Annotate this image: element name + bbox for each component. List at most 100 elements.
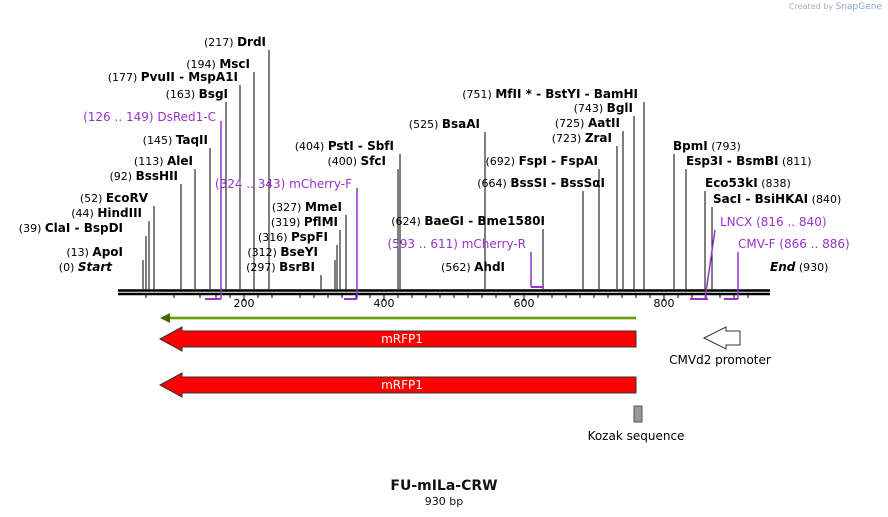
primer-label: CMV-F (866 .. 886) xyxy=(738,237,850,251)
scale-tick-label: 800 xyxy=(654,297,675,310)
enzyme-label: (743) BglI xyxy=(574,101,633,115)
enzyme-name: ClaI - BspDI xyxy=(45,221,123,235)
enzyme-label: (297) BsrBI xyxy=(246,260,315,274)
enzyme-position: (624) xyxy=(391,215,424,228)
enzyme-position: (400) xyxy=(327,155,360,168)
cmvd2-promoter-arrow xyxy=(702,326,741,350)
enzyme-name: BsaAI xyxy=(442,117,480,131)
enzyme-label: Esp3I - BsmBI (811) xyxy=(686,154,812,168)
enzyme-position: (793) xyxy=(708,140,741,153)
start-position: (0) xyxy=(59,261,78,274)
enzyme-name: ApoI xyxy=(92,245,123,259)
enzyme-name: EcoRV xyxy=(106,191,149,205)
map-length: 930 bp xyxy=(424,495,464,508)
enzyme-label: (664) BssSI - BssSαI xyxy=(477,176,605,190)
enzyme-label: (163) BsgI xyxy=(166,87,228,101)
enzyme-position: (163) xyxy=(166,88,199,101)
enzyme-position: (113) xyxy=(134,155,167,168)
end-position: (930) xyxy=(795,261,828,274)
enzyme-position: (44) xyxy=(71,207,97,220)
enzyme-label: (39) ClaI - BspDI xyxy=(19,221,123,235)
map-title: FU-mILa-CRW xyxy=(390,478,498,494)
scale-tick-label: 600 xyxy=(514,297,535,310)
enzyme-label: (400) SfcI xyxy=(327,154,386,168)
scale-tick-label: 200 xyxy=(234,297,255,310)
end-name: End xyxy=(770,260,796,274)
snapgene-credit: Created by SnapGene xyxy=(789,2,882,12)
enzyme-label: Eco53kI (838) xyxy=(705,176,791,190)
enzyme-name: BpmI xyxy=(673,139,708,153)
enzyme-name: AatII xyxy=(588,116,620,130)
enzyme-name: Esp3I - BsmBI xyxy=(686,154,778,168)
enzyme-label: (145) TaqII xyxy=(143,133,208,147)
enzyme-label: (92) BssHII xyxy=(110,169,178,183)
enzyme-label: (624) BaeGI - Bme1580I xyxy=(391,214,545,228)
mrfp1-feature-arrow xyxy=(158,372,637,398)
start-label: (0) Start xyxy=(59,260,113,274)
enzyme-label: (44) HindIII xyxy=(71,206,142,220)
orf-arrowhead xyxy=(160,313,170,323)
enzyme-label: (404) PstI - SbfI xyxy=(295,139,394,153)
enzyme-position: (751) xyxy=(462,88,495,101)
enzyme-position: (743) xyxy=(574,102,607,115)
enzyme-name: FspI - FspAI xyxy=(519,154,598,168)
enzyme-position: (217) xyxy=(204,36,237,49)
enzyme-position: (838) xyxy=(758,177,791,190)
primer-label: (126 .. 149) DsRed1-C xyxy=(83,110,216,124)
enzyme-name: AhdI xyxy=(474,260,505,274)
enzyme-name: MmeI xyxy=(305,200,342,214)
enzyme-label: (194) MscI xyxy=(186,57,250,71)
enzyme-label: SacI - BsiHKAI (840) xyxy=(713,192,841,206)
enzyme-position: (194) xyxy=(186,58,219,71)
enzyme-position: (13) xyxy=(66,246,92,259)
enzyme-name: TaqII xyxy=(176,133,208,147)
enzyme-position: (725) xyxy=(555,117,588,130)
enzyme-name: DrdI xyxy=(237,35,266,49)
enzyme-label: (319) PflMI xyxy=(271,215,338,229)
enzyme-name: AleI xyxy=(167,154,193,168)
snapgene-logo: SnapGene xyxy=(835,2,882,12)
enzyme-position: (312) xyxy=(247,246,280,259)
enzyme-label: BpmI (793) xyxy=(673,139,741,153)
enzyme-label: (725) AatII xyxy=(555,116,620,130)
primer-label: LNCX (816 .. 840) xyxy=(720,215,827,229)
enzyme-name: ZraI xyxy=(585,131,612,145)
end-label: End (930) xyxy=(770,260,828,274)
enzyme-label: (316) PspFI xyxy=(258,230,328,244)
enzyme-position: (811) xyxy=(778,155,811,168)
kozak-sequence-label: Kozak sequence xyxy=(588,429,685,443)
enzyme-position: (840) xyxy=(808,193,841,206)
enzyme-name: BglI xyxy=(607,101,633,115)
mrfp1-feature-arrow xyxy=(158,326,637,352)
enzyme-name: BseYI xyxy=(280,245,318,259)
enzyme-name: BsrBI xyxy=(279,260,315,274)
enzyme-name: BsgI xyxy=(199,87,228,101)
enzyme-name: Eco53kI xyxy=(705,176,758,190)
mrfp1-feature-label: mRFP1 xyxy=(381,378,423,392)
enzyme-label: (312) BseYI xyxy=(247,245,318,259)
enzyme-label: (525) BsaAI xyxy=(409,117,480,131)
enzyme-position: (92) xyxy=(110,170,136,183)
enzyme-position: (404) xyxy=(295,140,328,153)
credit-prefix: Created by xyxy=(789,2,834,11)
primer-label: (593 .. 611) mCherry-R xyxy=(387,237,526,251)
enzyme-position: (177) xyxy=(108,71,141,84)
enzyme-label: (13) ApoI xyxy=(66,245,123,259)
enzyme-label: (177) PvuII - MspA1I xyxy=(108,70,238,84)
enzyme-position: (692) xyxy=(486,155,519,168)
scale-tick-label: 400 xyxy=(374,297,395,310)
enzyme-label: (113) AleI xyxy=(134,154,193,168)
enzyme-label: (723) ZraI xyxy=(552,131,612,145)
enzyme-name: PflMI xyxy=(304,215,338,229)
enzyme-name: SfcI xyxy=(361,154,386,168)
enzyme-label: (751) MfII * - BstYI - BamHI xyxy=(462,87,638,101)
enzyme-label: (217) DrdI xyxy=(204,35,266,49)
enzyme-name: BssSI - BssSαI xyxy=(510,176,605,190)
enzyme-position: (562) xyxy=(441,261,474,274)
enzyme-position: (297) xyxy=(246,261,279,274)
enzyme-position: (316) xyxy=(258,231,291,244)
primer-label: (324 .. 343) mCherry-F xyxy=(215,177,352,191)
enzyme-label: (692) FspI - FspAI xyxy=(486,154,599,168)
enzyme-name: PvuII - MspA1I xyxy=(141,70,238,84)
